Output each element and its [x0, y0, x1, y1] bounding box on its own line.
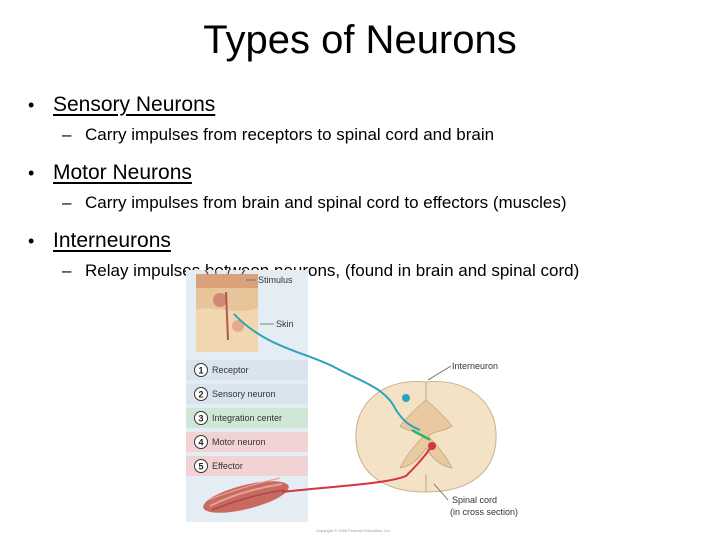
skin-label: Skin	[276, 319, 294, 329]
sub-bullet-motor: – Carry impulses from brain and spinal c…	[62, 192, 708, 214]
step-motor-neuron: 4 Motor neuron	[186, 432, 308, 452]
reflex-arc-illustration: Stimulus Skin 1 Receptor 2 Sensory neuro…	[186, 270, 518, 533]
bullet-label: Interneurons	[53, 229, 171, 252]
sub-bullet-text: Carry impulses from receptors to spinal …	[85, 125, 495, 144]
bullet-label: Sensory Neurons	[53, 93, 216, 116]
step-number: 1	[199, 366, 204, 376]
interneuron-pointer	[427, 365, 452, 381]
step-label: Effector	[212, 461, 243, 471]
sub-bullet-text: Carry impulses from brain and spinal cor…	[85, 193, 567, 212]
cross-section-label: (in cross section)	[450, 507, 518, 517]
interneuron-label: Interneuron	[452, 361, 498, 371]
motor-neuron-body	[428, 442, 436, 450]
step-label: Sensory neuron	[212, 389, 276, 399]
sensory-neuron-body	[402, 394, 410, 402]
sub-bullet-sensory: – Carry impulses from receptors to spina…	[62, 124, 708, 146]
bullet-dot: •	[28, 163, 35, 183]
sub-bullet-dash: –	[62, 261, 72, 280]
step-integration-center: 3 Integration center	[186, 408, 308, 428]
bullet-dot: •	[28, 231, 35, 251]
step-label: Motor neuron	[212, 437, 266, 447]
step-label: Integration center	[212, 413, 282, 423]
bullet-dot: •	[28, 95, 35, 115]
bullet-motor-neurons: • Motor Neurons	[28, 160, 708, 186]
skin-illustration	[196, 270, 258, 352]
bullet-list: • Sensory Neurons – Carry impulses from …	[28, 92, 708, 296]
sub-bullet-dash: –	[62, 193, 72, 212]
step-effector: 5 Effector	[186, 456, 308, 476]
step-number: 3	[199, 414, 204, 424]
bullet-sensory-neurons: • Sensory Neurons	[28, 92, 708, 118]
slide-title: Types of Neurons	[203, 18, 517, 62]
step-number: 5	[199, 462, 204, 472]
bullet-interneurons: • Interneurons	[28, 228, 708, 254]
sensory-neuron-path	[233, 313, 421, 431]
step-receptor: 1 Receptor	[186, 360, 308, 380]
sub-bullet-dash: –	[62, 125, 72, 144]
reflex-arc-figure: Stimulus Skin 1 Receptor 2 Sensory neuro…	[186, 270, 546, 540]
interneuron-path	[411, 428, 431, 442]
step-number: 2	[199, 390, 204, 400]
copyright-notice: Copyright © 2008 Pearson Education, Inc.	[316, 528, 391, 533]
muscle-effector	[203, 477, 289, 513]
spinal-cord-pointer	[433, 483, 449, 501]
spinal-cord-label: Spinal cord	[452, 495, 497, 505]
step-label: Receptor	[212, 365, 249, 375]
stimulus-label: Stimulus	[258, 275, 293, 285]
step-sensory-neuron: 2 Sensory neuron	[186, 384, 308, 404]
step-number: 4	[199, 438, 204, 448]
bullet-label: Motor Neurons	[53, 161, 192, 184]
motor-neuron-path	[281, 445, 433, 493]
